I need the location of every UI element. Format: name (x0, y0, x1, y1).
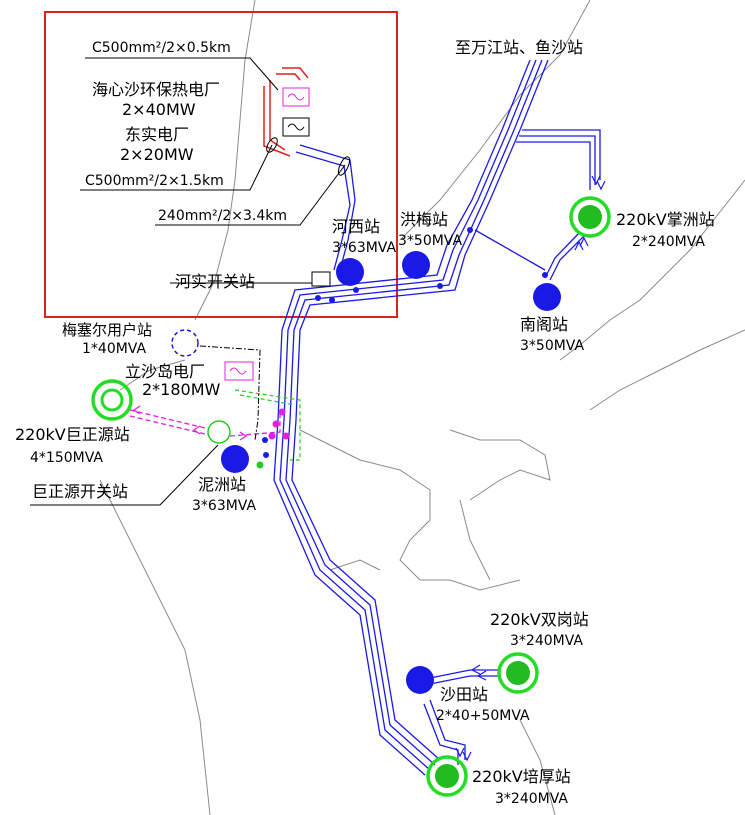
zhangzhou-cap: 2*240MVA (632, 234, 705, 250)
hexi-cap: 3*63MVA (332, 240, 396, 256)
hongmei-station-icon (402, 251, 430, 279)
heshi-name: 河实开关站 (175, 272, 255, 291)
hexi-name: 河西站 (332, 217, 380, 236)
magenta-dots (268, 408, 290, 440)
dongshi-cap: 2×20MW (120, 145, 194, 164)
red-lines (263, 67, 309, 157)
shatian-cap: 2*40+50MVA (436, 708, 530, 724)
coastline (99, 0, 745, 815)
nange-station-icon (533, 283, 561, 311)
shuanggang-220-icon (497, 652, 539, 694)
zhangzhou-220-icon (569, 196, 611, 238)
juzhengyuan-switch-name: 巨正源开关站 (32, 482, 128, 501)
juzhengyuan-switch-icon (207, 420, 231, 444)
arrow-marks (455, 175, 606, 762)
meisaier-cap: 1*40MVA (82, 341, 146, 357)
hexi-station-icon (336, 258, 364, 286)
haixinsha-cap: 2×40MW (122, 100, 196, 119)
shatian-station-icon (406, 666, 434, 694)
peihou-220-icon (426, 755, 468, 797)
cable-mark-2 (266, 137, 278, 153)
nizhou-cap: 3*63MVA (192, 498, 256, 514)
heshi-switch-icon (311, 271, 331, 287)
juzhengyuan-name: 220kV巨正源站 (15, 425, 130, 444)
cable-mark-3 (337, 156, 351, 176)
nange-name: 南阁站 (520, 315, 568, 334)
wanjiang-label: 至万江站、鱼沙站 (455, 38, 583, 57)
shatian-name: 沙田站 (440, 685, 488, 704)
zhangzhou-name: 220kV掌洲站 (616, 210, 715, 229)
meisaier-station-icon (171, 329, 199, 357)
magenta-lines (129, 409, 281, 437)
haixinsha-name: 海心沙环保热电厂 (92, 80, 220, 99)
line-110kv (273, 59, 601, 776)
hongmei-cap: 3*50MVA (398, 233, 462, 249)
nange-cap: 3*50MVA (520, 338, 584, 354)
shuanggang-cap: 3*240MVA (510, 633, 583, 649)
juzhengyuan-220-icon (91, 379, 133, 421)
cable-c3-label: 240mm²/2×3.4km (158, 208, 287, 224)
cable-c2-label: C500mm²/2×1.5km (85, 173, 224, 189)
lishadao-name: 立沙岛电厂 (125, 362, 205, 381)
meisaier-name: 梅塞尔用户站 (62, 321, 152, 339)
nizhou-name: 泥洲站 (198, 475, 246, 494)
dongshi-name: 东实电厂 (125, 125, 189, 144)
leader-lines (30, 57, 346, 506)
nizhou-station-icon (221, 445, 249, 473)
green-dashed (234, 389, 301, 461)
shuanggang-name: 220kV双岗站 (490, 610, 589, 629)
lishadao-cap: 2*180MW (142, 380, 221, 399)
juzhengyuan-cap: 4*150MVA (30, 450, 103, 466)
cable-c1-label: C500mm²/2×0.5km (92, 40, 231, 56)
lishadao-plant-icon (224, 361, 254, 381)
hongmei-name: 洪梅站 (400, 210, 448, 229)
peihou-cap: 3*240MVA (495, 791, 568, 807)
node-dots (262, 227, 548, 458)
meisaier-line (199, 345, 261, 441)
magenta-arrows (132, 405, 248, 441)
green-dot (256, 461, 264, 469)
highlight-box (44, 11, 398, 318)
peihou-name: 220kV培厚站 (472, 767, 571, 786)
